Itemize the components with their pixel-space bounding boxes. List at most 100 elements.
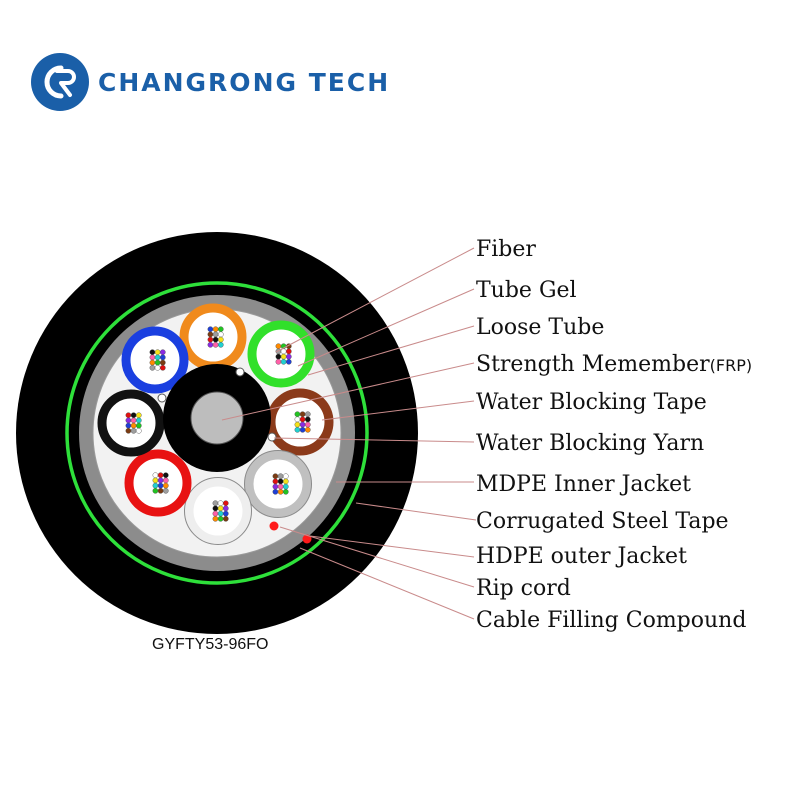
loose-tube-wall bbox=[121, 326, 189, 394]
fiber bbox=[212, 500, 219, 507]
loose-tube-wall bbox=[124, 449, 192, 517]
leader-line bbox=[355, 502, 477, 521]
fiber bbox=[149, 349, 156, 356]
fiber bbox=[125, 412, 132, 419]
loose-tube bbox=[179, 303, 247, 371]
fiber-bundle bbox=[207, 326, 224, 348]
label-cable-filling-compound: Cable Filling Compound bbox=[476, 608, 746, 633]
fiber bbox=[135, 417, 142, 424]
fiber bbox=[154, 359, 161, 366]
fiber bbox=[299, 426, 306, 433]
loose-tube bbox=[247, 320, 315, 388]
fiber bbox=[207, 326, 214, 333]
loose-tube-outline bbox=[244, 450, 312, 518]
fiber bbox=[125, 422, 132, 429]
fiber bbox=[277, 488, 284, 495]
fiber bbox=[272, 483, 279, 490]
fiber bbox=[159, 349, 166, 356]
label-strength-member-text: Strength Memember bbox=[476, 352, 710, 377]
fiber bbox=[277, 478, 284, 485]
fiber bbox=[159, 364, 166, 371]
leader-line bbox=[321, 400, 475, 421]
fiber bbox=[162, 472, 169, 479]
loose-tube-wall bbox=[179, 303, 247, 371]
fiber bbox=[157, 472, 164, 479]
fiber bbox=[125, 427, 132, 434]
cable-model-label: GYFTY53-96FO bbox=[152, 636, 269, 653]
loose-tubes bbox=[97, 303, 334, 545]
loose-tube bbox=[121, 326, 189, 394]
fiber bbox=[212, 336, 219, 343]
fiber bbox=[294, 426, 301, 433]
loose-tube bbox=[184, 477, 252, 545]
fiber bbox=[130, 417, 137, 424]
fiber bbox=[280, 348, 287, 355]
fiber-bundle bbox=[294, 411, 311, 433]
fiber-bundle bbox=[149, 349, 166, 371]
label-mdpe-inner-jacket: MDPE Inner Jacket bbox=[476, 472, 691, 497]
fiber bbox=[280, 358, 287, 365]
fiber bbox=[162, 477, 169, 484]
fiber bbox=[217, 341, 224, 348]
fiber bbox=[217, 510, 224, 517]
water-blocking-yarn bbox=[267, 432, 277, 442]
fiber bbox=[217, 516, 224, 522]
fiber bbox=[304, 416, 311, 423]
fiber-bundle bbox=[212, 500, 229, 522]
fiber bbox=[294, 421, 301, 428]
loose-tube-wall bbox=[184, 477, 252, 545]
loose-tube-wall bbox=[266, 388, 334, 456]
label-tube-gel: Tube Gel bbox=[476, 278, 577, 303]
label-fiber: Fiber bbox=[476, 237, 536, 262]
fiber bbox=[222, 505, 229, 512]
fiber bbox=[207, 336, 214, 343]
leader-line bbox=[275, 247, 475, 353]
leader-line bbox=[307, 325, 475, 376]
fiber bbox=[285, 358, 292, 365]
fiber bbox=[130, 427, 137, 434]
fiber bbox=[157, 477, 164, 484]
label-loose-tube: Loose Tube bbox=[476, 315, 604, 340]
fiber bbox=[212, 341, 219, 348]
label-hdpe-outer-jacket: HDPE outer Jacket bbox=[476, 544, 687, 569]
leader-line bbox=[309, 535, 475, 558]
fiber bbox=[152, 487, 159, 494]
fiber-bundle bbox=[272, 473, 289, 495]
rip-cord bbox=[269, 521, 279, 531]
label-water-blocking-tape: Water Blocking Tape bbox=[476, 390, 707, 415]
loose-tube-wall bbox=[247, 320, 315, 388]
leader-lines bbox=[221, 247, 477, 620]
fiber bbox=[304, 421, 311, 428]
fiber bbox=[149, 354, 156, 361]
fiber bbox=[157, 487, 164, 494]
fiber bbox=[135, 427, 142, 434]
fiber bbox=[159, 359, 166, 366]
fiber bbox=[222, 510, 229, 517]
fiber bbox=[149, 364, 156, 371]
fiber bbox=[282, 473, 289, 480]
fiber bbox=[304, 426, 311, 433]
leader-line bbox=[273, 437, 475, 443]
leader-line bbox=[221, 362, 475, 421]
fiber bbox=[212, 326, 219, 333]
fiber bbox=[294, 416, 301, 423]
fiber bbox=[299, 411, 306, 418]
cr-logo-icon bbox=[31, 53, 89, 111]
fiber bbox=[152, 482, 159, 489]
fiber bbox=[149, 359, 156, 366]
fiber bbox=[217, 500, 224, 507]
fiber bbox=[154, 349, 161, 356]
fiber-bundle bbox=[275, 343, 292, 365]
fiber bbox=[285, 353, 292, 360]
label-water-blocking-yarn: Water Blocking Yarn bbox=[476, 431, 704, 456]
fiber bbox=[135, 412, 142, 419]
fiber bbox=[282, 478, 289, 485]
fiber bbox=[212, 516, 219, 522]
label-strength-member-frp: (FRP) bbox=[710, 356, 752, 375]
fiber bbox=[272, 473, 279, 480]
loose-tube bbox=[266, 388, 334, 456]
fiber bbox=[217, 336, 224, 343]
fiber bbox=[280, 353, 287, 360]
fiber bbox=[277, 473, 284, 480]
leader-line bbox=[279, 526, 475, 588]
